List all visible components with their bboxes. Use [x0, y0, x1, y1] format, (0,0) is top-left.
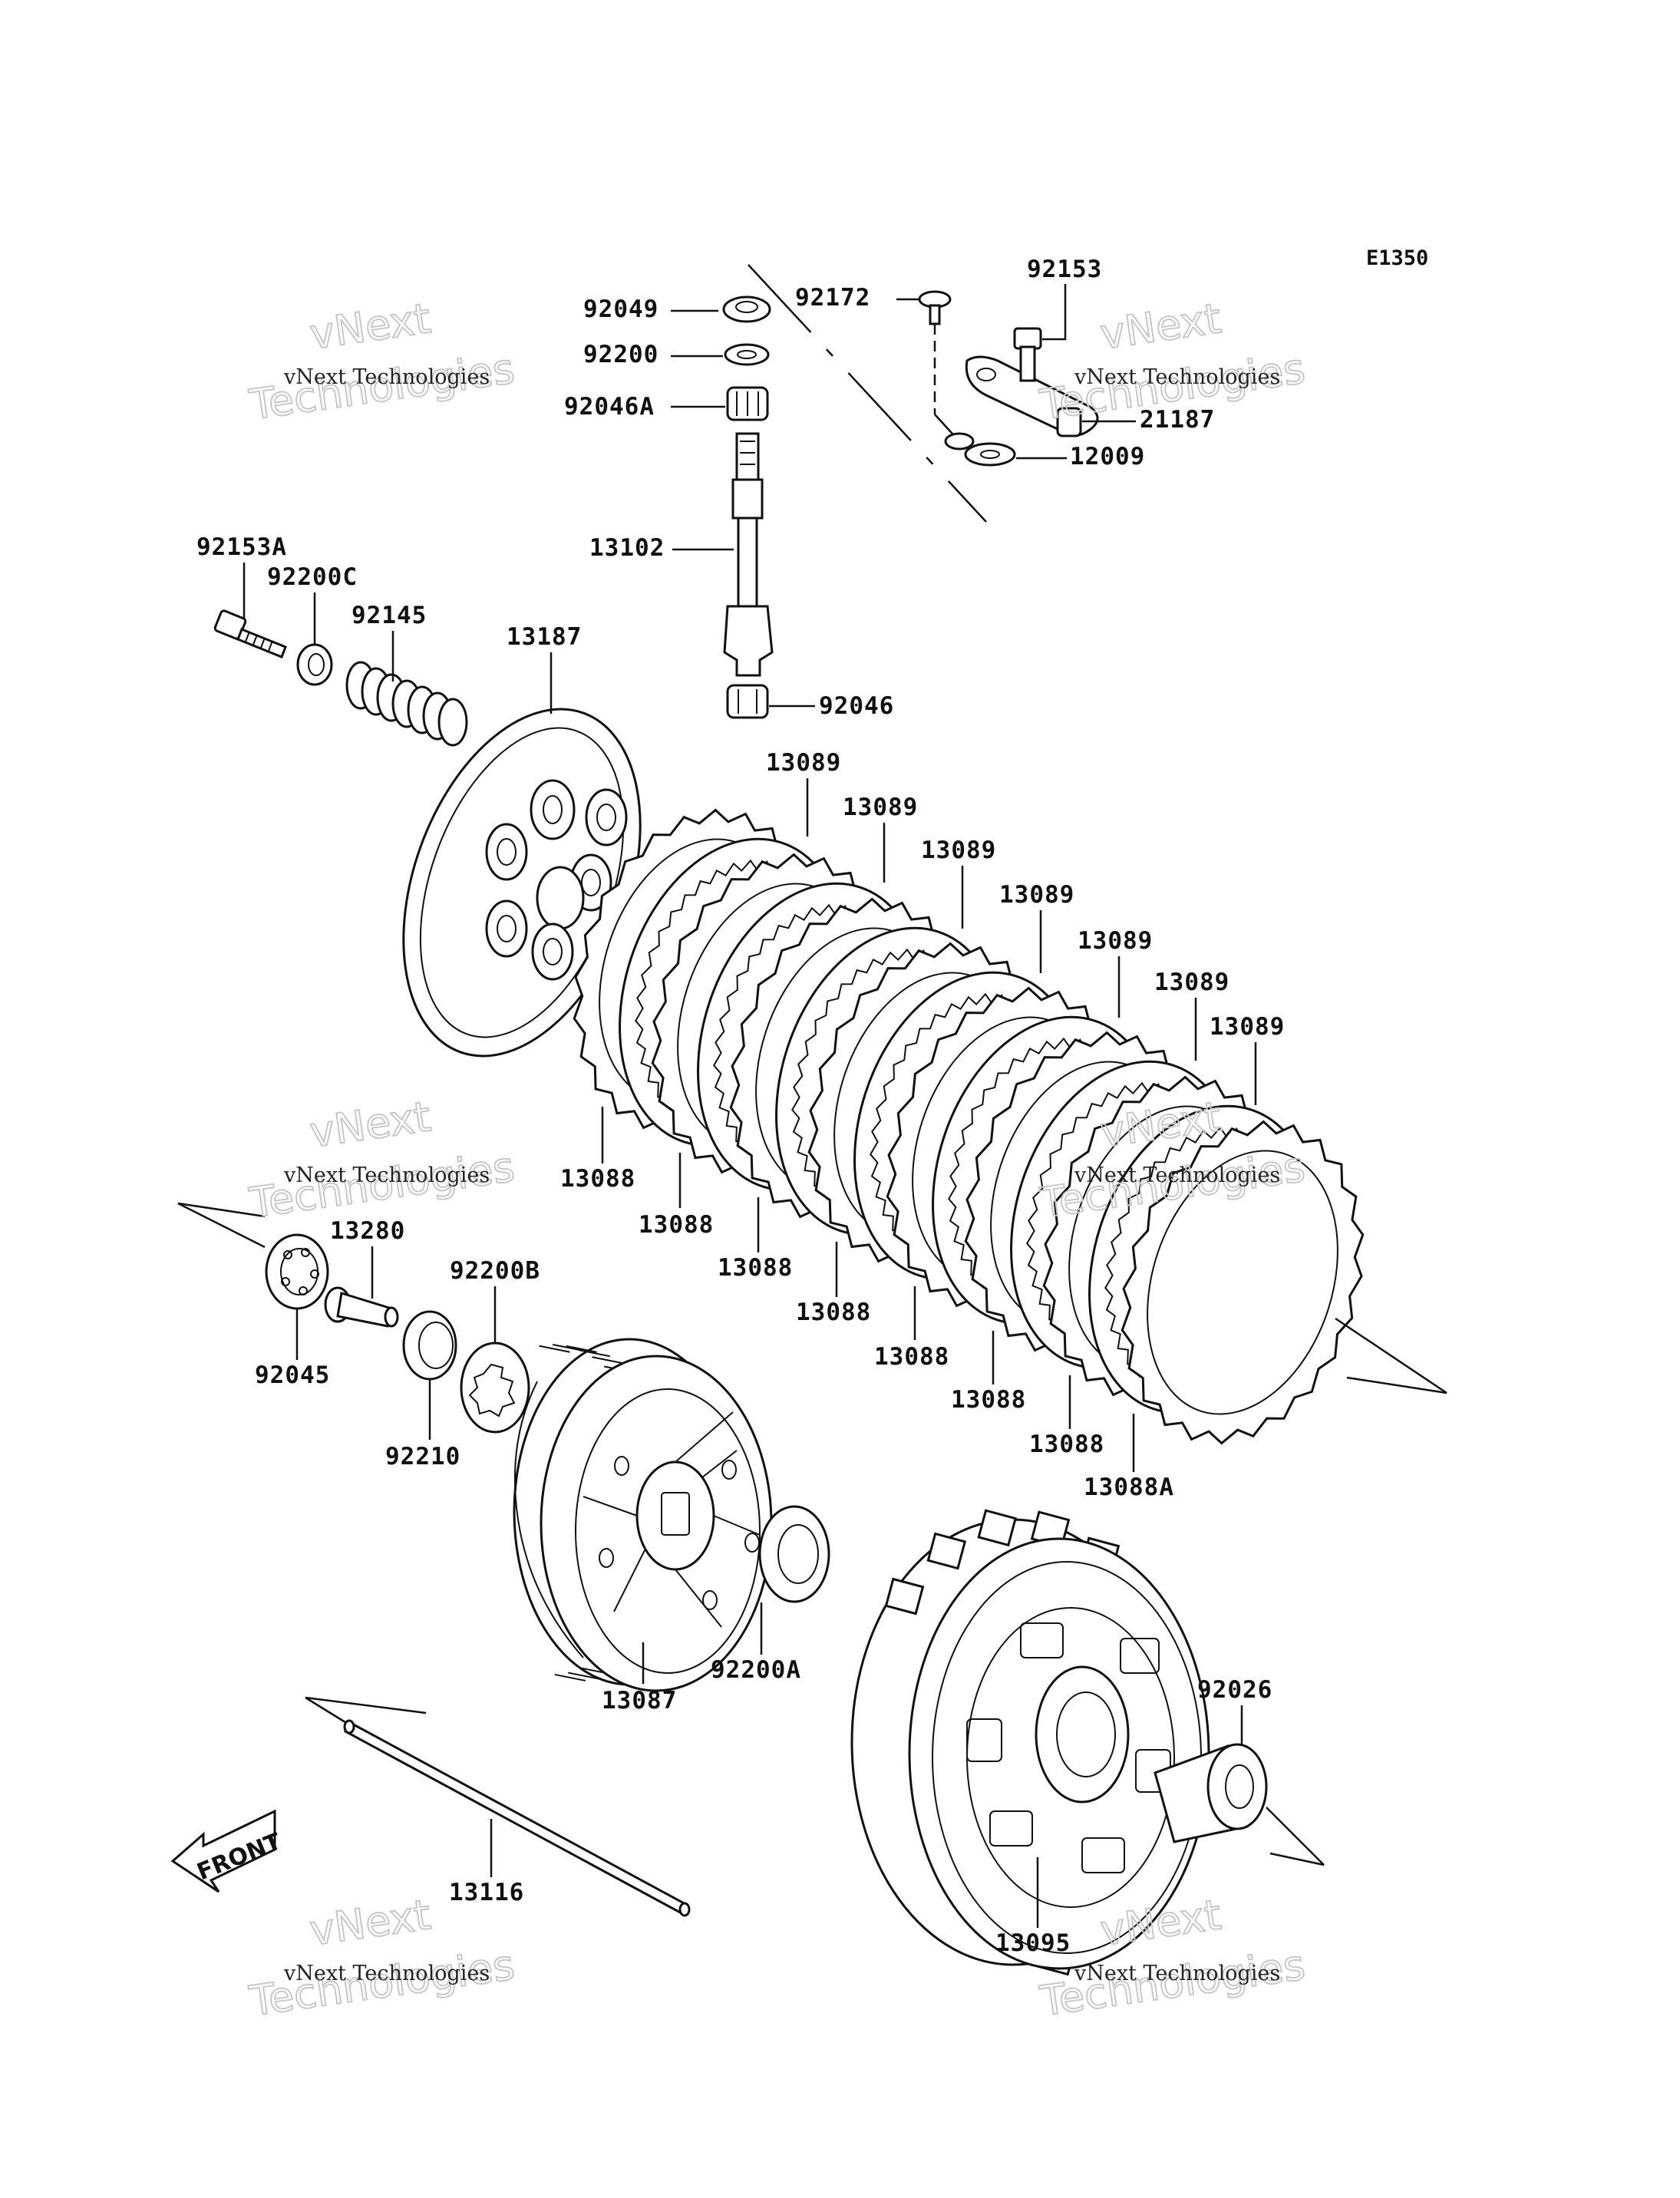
part-number-label[interactable]: 92200B [450, 1257, 540, 1285]
push-rod [305, 1696, 691, 1917]
part-number-label[interactable]: 13089 [1154, 969, 1229, 996]
ball-bearing [265, 1233, 329, 1310]
part-number-label[interactable]: 13088 [796, 1299, 871, 1326]
hub-nut [402, 1310, 457, 1381]
friction-plate [1121, 1120, 1365, 1445]
svg-text:vNext: vNext [307, 294, 434, 358]
part-number-label[interactable]: 92153A [196, 533, 287, 561]
diagram-code: E1350 [1366, 246, 1428, 270]
leader-line [1042, 284, 1067, 341]
clutch-housing [850, 1509, 1210, 1976]
spring-collar [296, 643, 333, 686]
svg-text:vNext: vNext [307, 1890, 434, 1955]
front-arrow-icon [170, 1809, 276, 1893]
part-number-label[interactable]: 92172 [795, 284, 870, 312]
part-number-label[interactable]: 13087 [602, 1687, 677, 1715]
lever-collar [1056, 407, 1082, 437]
front-arrow: FRONT [170, 1809, 286, 1893]
part-number-label[interactable]: 92026 [1197, 1676, 1272, 1704]
lever-boss [944, 432, 975, 450]
part-number-label[interactable]: 13088 [874, 1343, 949, 1371]
clutch-spring [345, 661, 468, 747]
part-number-label[interactable]: 13088 [718, 1254, 793, 1282]
needle-bearing-lower [726, 684, 769, 719]
svg-text:vNext Technologies: vNext Technologies [283, 1962, 490, 1985]
part-number-label[interactable]: 92200C [267, 563, 358, 591]
release-shaft-rod [737, 516, 758, 608]
part-number-label[interactable]: 92210 [385, 1443, 460, 1470]
lever-bolt-head [1013, 327, 1042, 350]
part-number-label[interactable]: 13088 [639, 1211, 714, 1239]
part-number-label[interactable]: 13089 [843, 794, 918, 821]
svg-text:vNext Technologies: vNext Technologies [1074, 1163, 1280, 1187]
lock-washer [460, 1342, 530, 1434]
part-number-label[interactable]: 13089 [1210, 1013, 1285, 1041]
part-number-label[interactable]: 92145 [352, 602, 427, 629]
part-number-label[interactable]: 21187 [1140, 406, 1215, 434]
part-number-label[interactable]: 13187 [507, 623, 582, 651]
part-number-label[interactable]: 92200A [711, 1656, 801, 1684]
part-labels: 92049 92200 92046A 13102 92046 92172 92153 2118… [196, 256, 1285, 1957]
oil-seal [722, 295, 771, 323]
part-number-label[interactable]: 13088A [1084, 1474, 1174, 1501]
spring-bolt-group [213, 609, 468, 747]
svg-text:vNext Technologies: vNext Technologies [1074, 1962, 1280, 1985]
part-number-label[interactable]: 13089 [999, 881, 1074, 909]
washer [724, 343, 770, 366]
part-number-label[interactable]: 92153 [1027, 256, 1102, 283]
lever-washer [964, 442, 1016, 467]
part-number-label[interactable]: 13088 [560, 1165, 635, 1193]
hub-center [635, 1460, 715, 1571]
part-number-label[interactable]: 13089 [766, 749, 841, 777]
pusher-rod [336, 1292, 393, 1328]
clutch-lever-group [918, 290, 1099, 467]
part-number-label[interactable]: 13088 [951, 1386, 1026, 1414]
housing-sleeve [1154, 1743, 1325, 1866]
release-shaft-body [731, 478, 764, 520]
part-number-label[interactable]: 13089 [921, 837, 996, 864]
release-shaft-group [722, 264, 987, 719]
spring-bolt-shank [236, 628, 287, 658]
part-number-label[interactable]: 92200 [583, 341, 658, 368]
lever-bolt-shank [1019, 345, 1036, 382]
svg-text:vNext: vNext [307, 1092, 434, 1157]
part-number-label[interactable]: 12009 [1070, 443, 1145, 470]
svg-text:vNext Technologies: vNext Technologies [283, 365, 490, 389]
part-number-label[interactable]: 13102 [589, 534, 665, 562]
svg-text:vNext Technologies: vNext Technologies [1074, 365, 1280, 389]
leader-lines [243, 284, 1257, 1928]
housing-gear [1035, 1665, 1130, 1804]
part-number-label[interactable]: 13095 [995, 1929, 1071, 1957]
part-number-label[interactable]: 13116 [449, 1879, 524, 1906]
part-number-label[interactable]: 13088 [1029, 1431, 1104, 1458]
clutch-plate-stack [573, 808, 1365, 1445]
release-shaft-cam [723, 605, 774, 677]
bearing-group [177, 1202, 530, 1434]
svg-text:vNext Technologies: vNext Technologies [283, 1163, 490, 1187]
part-number-label[interactable]: 13089 [1078, 927, 1153, 955]
part-number-label[interactable]: 92045 [255, 1361, 330, 1389]
part-number-label[interactable]: 13280 [330, 1217, 405, 1245]
part-number-label[interactable]: 92046A [564, 393, 655, 421]
screw-shank [929, 304, 941, 325]
thrust-washer [758, 1505, 830, 1603]
part-number-label[interactable]: 92049 [583, 295, 658, 323]
part-number-label[interactable]: 92046 [819, 692, 894, 720]
svg-text:vNext: vNext [1097, 294, 1224, 358]
clutch-hub [513, 1338, 773, 1692]
